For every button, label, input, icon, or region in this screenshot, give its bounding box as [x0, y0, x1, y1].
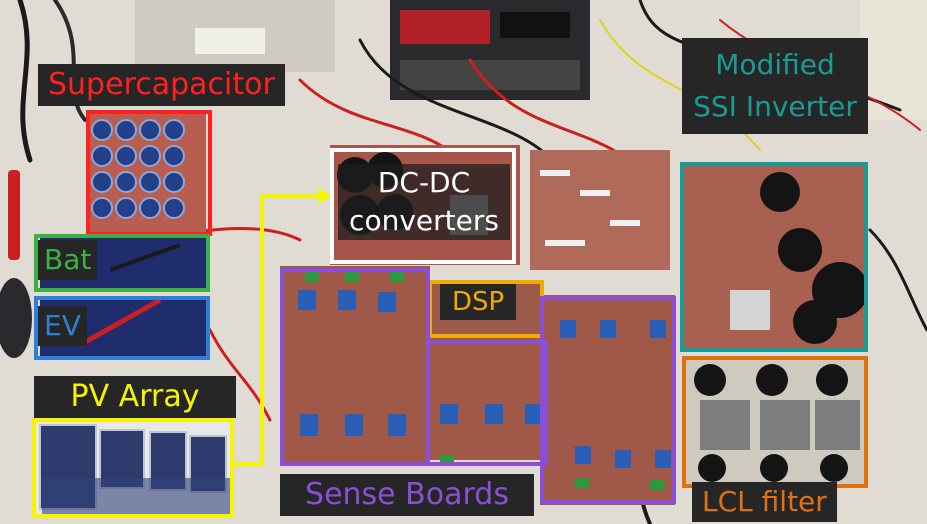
- mouse: [0, 278, 32, 358]
- bat-label: Bat: [38, 240, 98, 280]
- right-instrument: [860, 0, 927, 120]
- sense-boards-box-right: [540, 296, 676, 504]
- lcl-filter-label: LCL filter: [692, 482, 837, 522]
- supercapacitor-box: [86, 110, 212, 236]
- dsp-label: DSP: [440, 284, 517, 320]
- lcl-filter-box: [682, 356, 868, 488]
- sense-boards-box-mid: [426, 340, 548, 466]
- inverter-box: [680, 162, 868, 352]
- ev-box: [34, 296, 210, 360]
- pv-to-dcdc-connector: [232, 194, 322, 466]
- sense-boards-box-left: [280, 268, 430, 466]
- dc-dc-label-line2: converters: [349, 204, 499, 237]
- arrowhead: [318, 188, 332, 204]
- pv-array-box: [32, 418, 234, 518]
- dc-dc-label: DC-DC converters: [338, 164, 510, 240]
- supercapacitor-label: Supercapacitor: [38, 64, 285, 106]
- dc-dc-label-line1: DC-DC: [377, 166, 471, 199]
- inverter-label: Modified SSI Inverter: [682, 38, 868, 134]
- bat-box: [34, 234, 210, 292]
- pv-panels: [36, 420, 232, 516]
- sense-boards-label: Sense Boards: [280, 474, 534, 516]
- dc-dc-box: [330, 148, 516, 264]
- ev-label: EV: [38, 306, 87, 346]
- inverter-label-line1: Modified: [715, 48, 835, 81]
- inverter-label-line2: SSI Inverter: [693, 90, 857, 123]
- pv-array-label: PV Array: [34, 376, 236, 418]
